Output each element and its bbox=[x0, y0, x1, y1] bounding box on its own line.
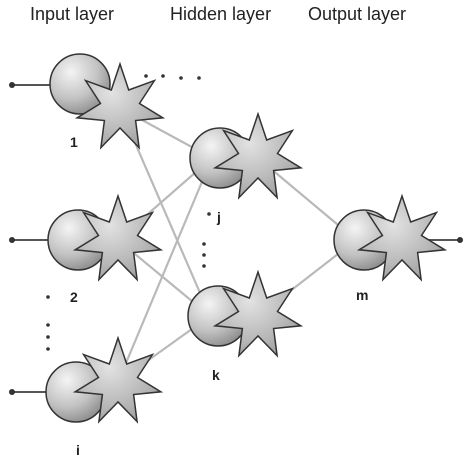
neuron-circle-1 bbox=[49, 53, 111, 115]
input-layer-header: Input layer bbox=[30, 4, 114, 24]
neuron-j bbox=[189, 111, 304, 200]
neuron-label-i: i bbox=[76, 442, 80, 458]
neuron-2 bbox=[47, 193, 164, 282]
hidden-layer-header: Hidden layer bbox=[170, 4, 271, 24]
neuron-label-k: k bbox=[212, 367, 220, 383]
neuron-star-k bbox=[212, 269, 304, 358]
neuron-label-j: j bbox=[216, 209, 221, 225]
neuron-k bbox=[187, 269, 304, 358]
output-layer-header: Output layer bbox=[308, 4, 406, 24]
neuron-star-m bbox=[356, 193, 448, 282]
neuron-star-1 bbox=[74, 61, 166, 150]
neuron-star-j bbox=[212, 111, 304, 200]
input-terminal-2 bbox=[9, 237, 15, 243]
neuron-star-2 bbox=[72, 193, 164, 282]
neuron-label-2: 2 bbox=[70, 289, 78, 305]
ellipsis-dots bbox=[46, 74, 211, 351]
output-terminal-m bbox=[457, 237, 463, 243]
neurons-group bbox=[45, 53, 448, 424]
neuron-m bbox=[333, 193, 448, 282]
neuron-1 bbox=[49, 53, 166, 150]
neuron-label-m: m bbox=[356, 287, 368, 303]
input-terminal-1 bbox=[9, 82, 15, 88]
connection-i-j bbox=[116, 157, 214, 383]
input-terminal-i bbox=[9, 389, 15, 395]
neuron-i bbox=[45, 335, 164, 424]
neuron-star-i bbox=[72, 335, 164, 424]
neuron-label-1: 1 bbox=[70, 134, 78, 150]
